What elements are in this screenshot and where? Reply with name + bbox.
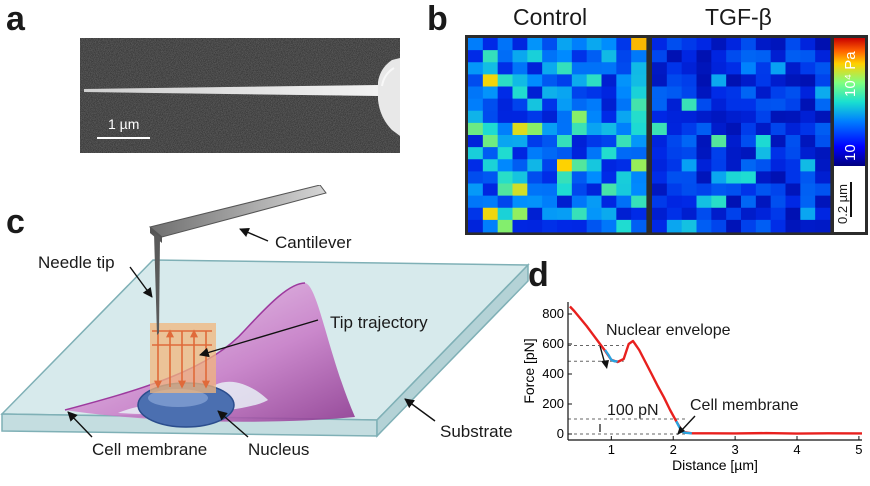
panel-label-a: a: [6, 0, 25, 38]
annotation-cell-membrane: Cell membrane: [690, 397, 799, 414]
reference-lines: [568, 345, 686, 435]
substrate-side: [376, 263, 529, 438]
map-scalebar-label: 0.2 µm: [835, 183, 850, 224]
x-tick-label: 2: [670, 442, 677, 457]
y-tick-label: 0: [557, 426, 564, 441]
stiffness-maps: 10⁴ Pa 10 0.2 µm: [465, 35, 868, 235]
x-tick-label: 1: [608, 442, 615, 457]
panel-label-b: b: [427, 0, 448, 38]
x-tick-label: 5: [855, 442, 862, 457]
force-series-0: [569, 305, 863, 435]
colorbar-max-label: 10⁴ Pa: [842, 51, 859, 97]
annotation-step: 100 pN: [607, 402, 659, 419]
map-title-tgf: TGF-β: [705, 4, 772, 30]
needle-shaft: [84, 85, 378, 96]
panel-label-c: c: [6, 203, 25, 241]
setup-schematic: [0, 185, 530, 438]
tip-trajectory-path: [152, 329, 212, 389]
panel-label-d: d: [528, 256, 549, 294]
cell-body: [65, 283, 355, 422]
callout-needle-tip: Needle tip: [38, 253, 115, 272]
needle-tip-arrow: [129, 266, 153, 298]
callout-tip-trajectory: Tip trajectory: [330, 313, 428, 332]
annotation-nuclear-envelope: Nuclear envelope: [606, 322, 731, 339]
colorbar-min-label: 10: [842, 144, 859, 161]
cantilever-arrow: [239, 227, 269, 242]
callout-cell-membrane: Cell membrane: [92, 440, 208, 459]
y-tick-label: 600: [542, 336, 564, 351]
heatmap-tgf: [652, 38, 831, 233]
needle-image: [80, 38, 400, 153]
trajectory-arrow: [199, 319, 319, 358]
needle-tip-shape: [154, 233, 160, 335]
nucleus-arrow: [217, 410, 249, 438]
membrane-arrow: [67, 411, 93, 438]
x-tick-label: 4: [793, 442, 800, 457]
y-tick-label: 200: [542, 396, 564, 411]
y-axis-label: Force [pN]: [521, 338, 537, 403]
sem-micrograph: 1 µm: [80, 38, 400, 153]
y-tick-label: 400: [542, 366, 564, 381]
cantilever-shape: [148, 185, 327, 238]
colorbar: [834, 38, 865, 166]
callout-cantilever: Cantilever: [275, 233, 352, 252]
force-series-1: [604, 349, 618, 363]
y-tick-label: 800: [542, 306, 564, 321]
membrane-plot-arrow: [680, 415, 696, 432]
substrate-arrow: [404, 398, 436, 422]
x-tick-label: 3: [731, 442, 738, 457]
map-title-control: Control: [513, 4, 588, 30]
x-axis-label: Distance [µm]: [672, 457, 758, 473]
callout-nucleus: Nucleus: [248, 440, 310, 459]
scalebar-label: 1 µm: [108, 116, 140, 132]
heatmap-control: [468, 38, 647, 233]
callout-substrate: Substrate: [440, 422, 513, 441]
cantilever-base: [378, 58, 400, 136]
